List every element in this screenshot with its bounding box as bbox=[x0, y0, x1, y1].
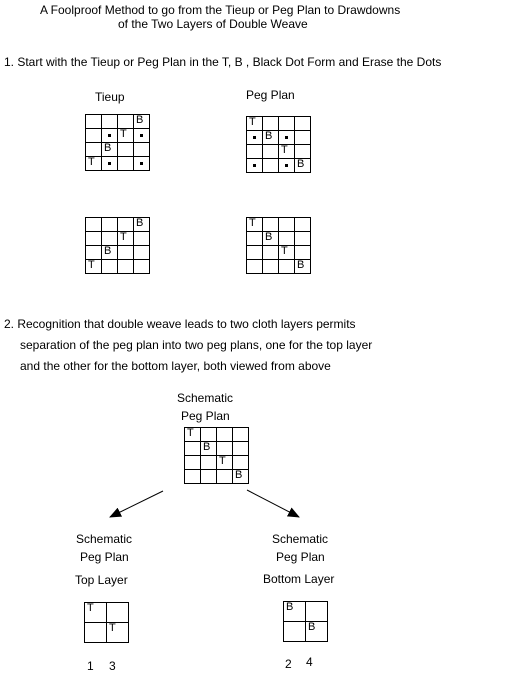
grid-row: B bbox=[246, 130, 311, 145]
grid-row: B bbox=[283, 621, 328, 642]
grid-row: T bbox=[85, 259, 150, 274]
top-layer-number-1: 1 bbox=[87, 659, 94, 673]
grid-cell-letter: T bbox=[249, 217, 256, 229]
grid-row: T bbox=[184, 427, 249, 442]
bottom-layer-label-2: Peg Plan bbox=[276, 550, 325, 564]
grid-cell bbox=[283, 621, 306, 642]
grid-row: B bbox=[246, 231, 311, 246]
step2-line-3: and the other for the bottom layer, both… bbox=[20, 359, 331, 373]
grid-cell: B bbox=[283, 601, 306, 622]
step1-instruction: 1. Start with the Tieup or Peg Plan in t… bbox=[4, 55, 442, 69]
grid-cell: B bbox=[294, 259, 311, 274]
schematic-label-2: Peg Plan bbox=[181, 409, 230, 423]
grid-cell bbox=[305, 601, 328, 622]
bottom-layer-label-3: Bottom Layer bbox=[263, 572, 335, 586]
step2-line-1: 2. Recognition that double weave leads t… bbox=[4, 317, 356, 331]
grid-cell-letter: B bbox=[286, 601, 294, 613]
grid-row: B bbox=[85, 245, 150, 260]
grid-cell-letter: B bbox=[235, 469, 243, 481]
title-line-2: of the Two Layers of Double Weave bbox=[118, 17, 308, 31]
dot-mark bbox=[108, 161, 111, 165]
grid-cell-letter: B bbox=[297, 158, 305, 170]
grid-row: T bbox=[246, 116, 311, 131]
grid-cell-letter: T bbox=[187, 427, 194, 439]
step2-line-2: separation of the peg plan into two peg … bbox=[20, 338, 373, 352]
grid-cell-letter: B bbox=[104, 142, 112, 154]
grid-cell-letter: T bbox=[109, 622, 116, 634]
grid-row: B bbox=[246, 259, 311, 274]
grid-cell-letter: B bbox=[104, 245, 112, 257]
grid-cell-letter: T bbox=[281, 245, 288, 257]
grid-cell-letter: B bbox=[136, 114, 144, 126]
dot-mark bbox=[140, 161, 143, 165]
grid-row: B bbox=[184, 441, 249, 456]
grid-row: B bbox=[246, 158, 311, 173]
grid-cell-letter: T bbox=[249, 116, 256, 128]
grid-cell: T bbox=[106, 622, 129, 643]
grid-cell-letter: B bbox=[203, 441, 211, 453]
grid-cell-letter: T bbox=[120, 128, 127, 140]
grid-row: B bbox=[184, 469, 249, 484]
dot-mark bbox=[285, 163, 288, 167]
grid-cell: B bbox=[232, 469, 249, 484]
top-layer-label-2: Peg Plan bbox=[80, 550, 129, 564]
title-line-1: A Foolproof Method to go from the Tieup … bbox=[40, 3, 401, 17]
grid-row: T bbox=[85, 156, 150, 171]
dot-mark bbox=[140, 133, 143, 137]
dot-mark bbox=[253, 135, 256, 139]
bottom-layer-number-2: 2 bbox=[285, 657, 292, 671]
arrow-to-top-layer bbox=[109, 490, 164, 518]
grid-cell-letter: B bbox=[308, 621, 316, 633]
grid-cell-letter: B bbox=[265, 231, 273, 243]
grid-row: B bbox=[85, 114, 150, 129]
dot-mark bbox=[285, 135, 288, 139]
grid-cell: B bbox=[305, 621, 328, 642]
grid-cell-letter: T bbox=[88, 259, 95, 271]
grid-cell bbox=[84, 622, 107, 643]
grid-row: T bbox=[84, 622, 129, 643]
grid-cell bbox=[133, 156, 150, 171]
grid-cell: T bbox=[84, 602, 107, 623]
pegplan-label: Peg Plan bbox=[246, 88, 295, 102]
grid-row: B bbox=[283, 601, 328, 622]
grid-row: T bbox=[85, 231, 150, 246]
tieup-label: Tieup bbox=[95, 90, 125, 104]
top-layer-label-3: Top Layer bbox=[75, 573, 128, 587]
bottom-layer-number-4: 4 bbox=[306, 655, 313, 669]
grid-cell-letter: B bbox=[136, 217, 144, 229]
grid-cell-letter: B bbox=[297, 259, 305, 271]
dot-mark bbox=[108, 133, 111, 137]
grid-row: T bbox=[84, 602, 129, 623]
grid-cell-letter: T bbox=[219, 455, 226, 467]
grid-cell-letter: T bbox=[120, 231, 127, 243]
grid-cell-letter: T bbox=[281, 144, 288, 156]
arrow-to-bottom-layer bbox=[246, 489, 300, 518]
schematic-label-1: Schematic bbox=[177, 391, 234, 405]
grid-cell-letter: B bbox=[265, 130, 273, 142]
grid-row: T bbox=[246, 144, 311, 159]
dot-mark bbox=[253, 163, 256, 167]
grid-cell-letter: T bbox=[87, 602, 94, 614]
grid-cell bbox=[133, 259, 150, 274]
top-layer-number-3: 3 bbox=[109, 659, 116, 673]
grid-cell bbox=[106, 602, 129, 623]
bottom-layer-label-1: Schematic bbox=[272, 532, 329, 546]
grid-cell: B bbox=[294, 158, 311, 173]
top-layer-label-1: Schematic bbox=[76, 532, 133, 546]
grid-cell-letter: T bbox=[88, 156, 95, 168]
